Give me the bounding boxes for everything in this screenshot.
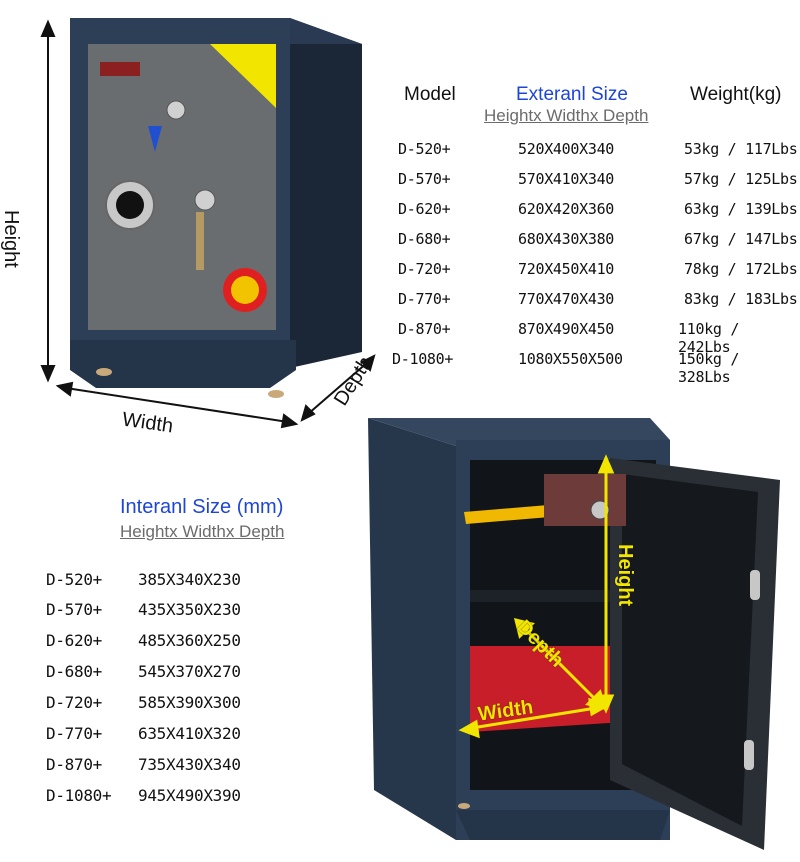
int-model: D-680+ (46, 662, 102, 681)
ext-size: 520X400X340 (518, 140, 615, 158)
open-safe-illustration (368, 418, 780, 850)
ext-size: 770X470X430 (518, 290, 615, 308)
inner-height-label: Height (614, 544, 636, 607)
width-dimension-arrow (55, 381, 299, 429)
ext-size: 870X490X450 (518, 320, 615, 338)
ext-weight: 83kg / 183Lbs (684, 290, 798, 308)
closed-safe-illustration (40, 18, 376, 429)
ext-size: 1080X550X500 (518, 350, 623, 368)
ext-weight: 110kg / 242Lbs (678, 320, 740, 356)
int-model: D-620+ (46, 631, 102, 650)
ext-model: D-720+ (398, 260, 451, 278)
inner-width-arrow (458, 697, 610, 739)
ext-model: D-570+ (398, 170, 451, 188)
closed-safe-body (70, 18, 362, 398)
header-weight: Weight(kg) (690, 84, 782, 105)
ext-weight: 53kg / 117Lbs (684, 140, 798, 158)
ext-size: 620X420X360 (518, 200, 615, 218)
int-size: 545X370X270 (138, 662, 241, 681)
ext-weight: 67kg / 147Lbs (684, 230, 798, 248)
ext-model: D-620+ (398, 200, 451, 218)
header-external-size: Exteranl Size (516, 84, 628, 105)
int-size: 385X340X230 (138, 570, 241, 589)
ext-weight: 57kg / 125Lbs (684, 170, 798, 188)
ext-size: 570X410X340 (518, 170, 615, 188)
int-model: D-720+ (46, 693, 102, 712)
int-model: D-570+ (46, 600, 102, 619)
ext-model: D-520+ (398, 140, 451, 158)
ext-size: 680X430X380 (518, 230, 615, 248)
ext-model: D-680+ (398, 230, 451, 248)
ext-model: D-770+ (398, 290, 451, 308)
header-model: Model (404, 84, 456, 105)
int-size: 435X350X230 (138, 600, 241, 619)
int-size: 735X430X340 (138, 755, 241, 774)
door-hinge-icon (750, 570, 760, 600)
ext-model: D-870+ (398, 320, 451, 338)
int-model: D-1080+ (46, 786, 112, 805)
inner-height-arrow (597, 454, 615, 714)
key-tag-icon (148, 126, 162, 152)
int-model: D-770+ (46, 724, 102, 743)
internal-dimensions-sub: Heightx Widthx Depth (120, 522, 285, 541)
height-dimension-arrow (40, 19, 56, 383)
int-model: D-870+ (46, 755, 102, 774)
int-model: D-520+ (46, 570, 102, 589)
height-label: Height (0, 210, 22, 268)
top-keylock-icon (166, 100, 186, 120)
ext-weight: 78kg / 172Lbs (684, 260, 798, 278)
door-hinge-icon (744, 740, 754, 770)
int-size: 635X410X320 (138, 724, 241, 743)
ext-weight: 150kg / 328Lbs (678, 350, 740, 386)
int-size: 945X490X390 (138, 786, 241, 805)
depth-dimension-arrow (300, 354, 376, 422)
internal-size-title: Interanl Size (mm) (120, 496, 284, 518)
int-size: 585X390X300 (138, 693, 241, 712)
ext-weight: 63kg / 139Lbs (684, 200, 798, 218)
ext-model: D-1080+ (392, 350, 454, 368)
ext-size: 720X450X410 (518, 260, 615, 278)
keylock-icon (194, 189, 216, 211)
open-door (544, 458, 780, 850)
header-dimensions-sub: Heightx Widthx Depth (484, 106, 649, 125)
int-size: 485X360X250 (138, 631, 241, 650)
